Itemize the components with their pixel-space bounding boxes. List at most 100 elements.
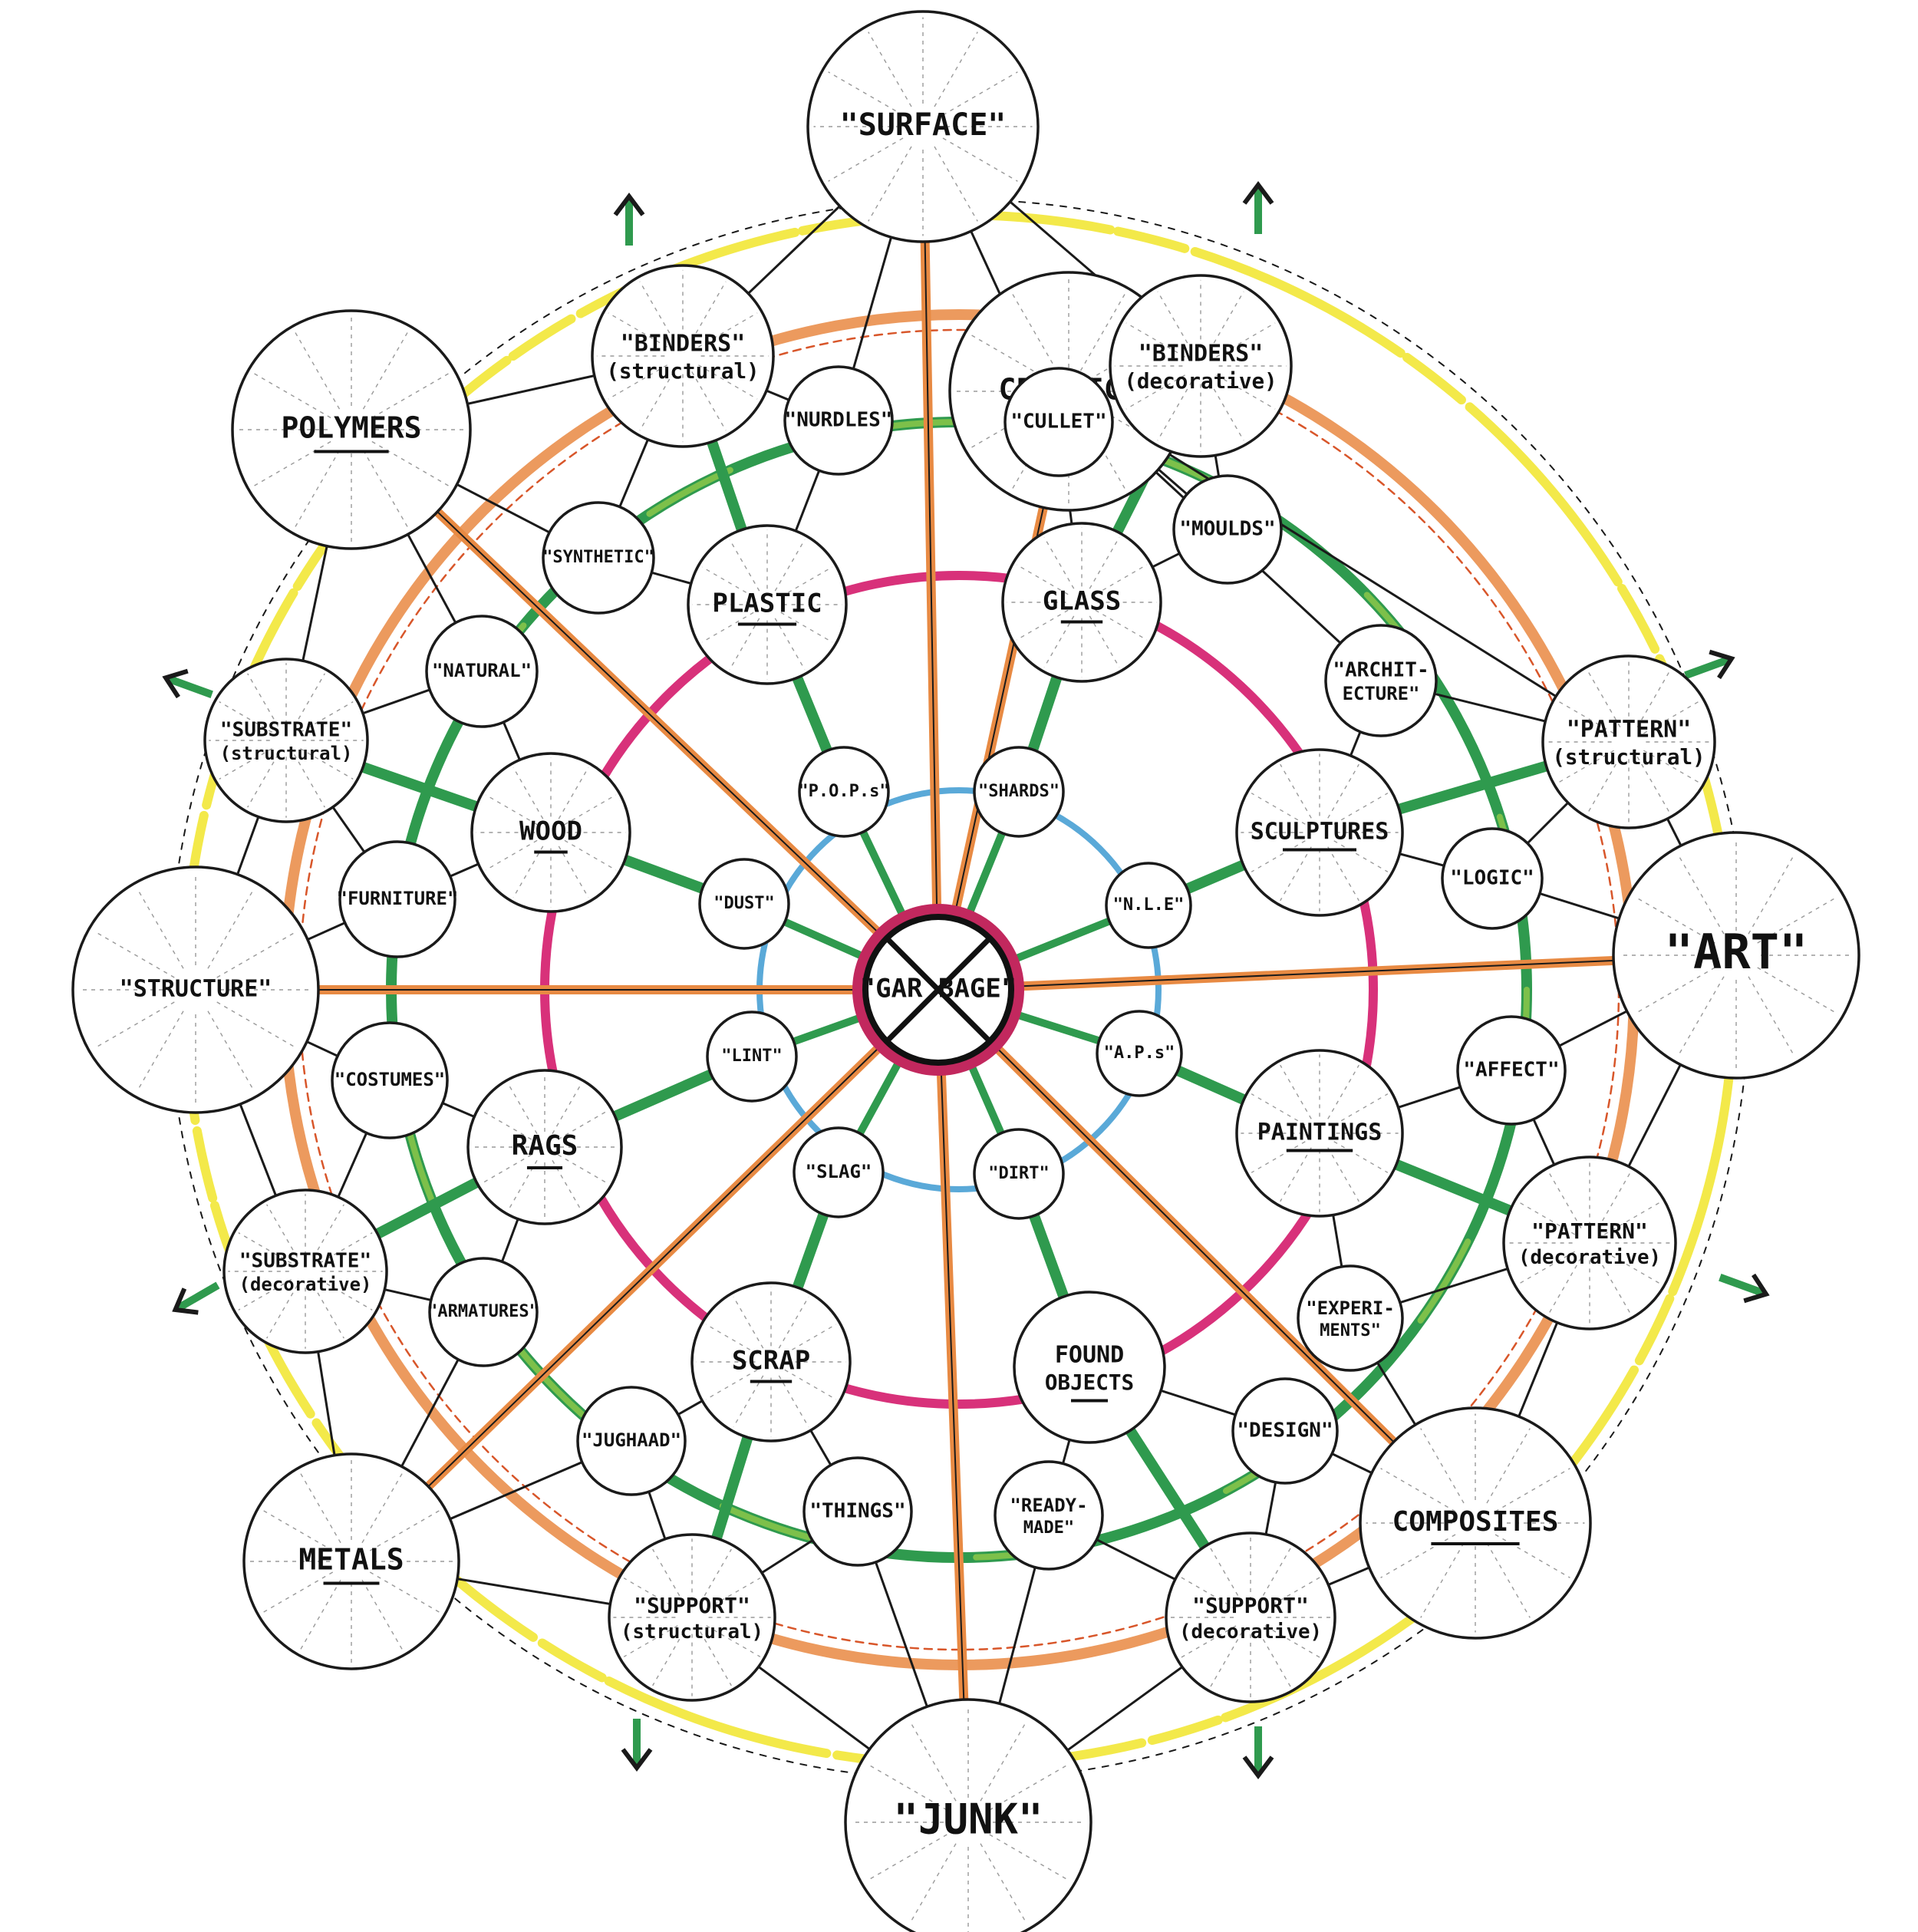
node-circle bbox=[1359, 1406, 1592, 1640]
node-label: POLYMERS bbox=[281, 411, 421, 445]
tick-line bbox=[247, 673, 279, 727]
node-circle bbox=[806, 10, 1040, 243]
tick-line bbox=[1209, 381, 1244, 441]
tick-line bbox=[1557, 701, 1614, 734]
node-label: "SUPPORT" bbox=[634, 1593, 750, 1618]
material-node-glass: GLASS bbox=[1001, 522, 1162, 683]
node-circle bbox=[1612, 831, 1860, 1080]
node-circle bbox=[576, 1386, 687, 1496]
node-circle bbox=[242, 1452, 460, 1670]
tick-line bbox=[1636, 757, 1670, 813]
tick-line bbox=[1210, 1631, 1243, 1687]
outer-node-polymers: POLYMERS bbox=[231, 309, 472, 550]
node-circle bbox=[591, 264, 775, 448]
tick-line bbox=[934, 31, 978, 107]
tick-line bbox=[300, 701, 354, 734]
tick-line bbox=[1495, 1534, 1570, 1578]
small-node-affect: "AFFECT" bbox=[1456, 1015, 1567, 1126]
tick-line bbox=[1181, 1577, 1237, 1610]
node-label: "FURNITURE" bbox=[337, 888, 459, 909]
node-label: "A.P.s" bbox=[1104, 1043, 1175, 1063]
node-circle bbox=[1172, 474, 1283, 585]
tick-line bbox=[1327, 1147, 1359, 1202]
tick-line bbox=[1043, 536, 1075, 589]
tick-line bbox=[1748, 976, 1795, 1057]
tick-line bbox=[1635, 967, 1715, 1014]
node-label: WOOD bbox=[519, 816, 582, 847]
mid-node-pattern-structural: "PATTERN"(structural) bbox=[1541, 654, 1716, 829]
tick-line bbox=[729, 539, 760, 592]
tick-line bbox=[934, 146, 978, 222]
small-node-readymade: "READY-MADE" bbox=[994, 1460, 1104, 1571]
mid-node-substrate-decorative: "SUBSTRATE"(decorative) bbox=[222, 1189, 388, 1354]
tick-line bbox=[639, 371, 674, 431]
node-circle bbox=[1003, 367, 1114, 477]
node-circle bbox=[542, 501, 655, 615]
node-label: "PATTERN" bbox=[1567, 717, 1692, 743]
outer-node-art: "ART" bbox=[1612, 831, 1860, 1080]
node-circle bbox=[71, 865, 320, 1114]
node-sublabel: (structural) bbox=[220, 743, 353, 764]
tick-line bbox=[94, 1001, 175, 1049]
tick-line bbox=[1125, 374, 1185, 410]
inner-node-shards: "SHARDS" bbox=[973, 746, 1065, 838]
ring-arrows bbox=[162, 181, 1770, 1779]
node-sublabel: (decorative) bbox=[1124, 368, 1277, 394]
node-label: "SURFACE" bbox=[840, 107, 1007, 143]
tick-line bbox=[778, 1375, 809, 1428]
node-circle bbox=[338, 840, 456, 958]
tick-line bbox=[1604, 1202, 1661, 1235]
center-node: "GAR BAGE" bbox=[852, 904, 1024, 1076]
tick-line bbox=[266, 1204, 298, 1258]
node-label: RAGS bbox=[512, 1130, 578, 1162]
node-circle bbox=[690, 1281, 852, 1442]
node-circle bbox=[973, 1128, 1065, 1220]
tick-line bbox=[1333, 840, 1389, 872]
node-label: "ART" bbox=[1665, 924, 1808, 980]
node-label: "BINDERS" bbox=[621, 331, 746, 358]
node-label: "EXPERI- bbox=[1306, 1297, 1395, 1319]
node-circle bbox=[793, 1126, 885, 1218]
node-label: "SLAG" bbox=[806, 1161, 872, 1182]
tick-line bbox=[691, 371, 727, 431]
node-label: SCULPTURES bbox=[1251, 819, 1389, 846]
spoke-ink-line bbox=[938, 989, 969, 1823]
tick-line bbox=[1280, 1064, 1312, 1119]
tick-line bbox=[623, 1578, 678, 1610]
tick-line bbox=[1420, 1542, 1465, 1618]
inner-node-lint: "LINT" bbox=[706, 1011, 798, 1103]
node-label: "JUGHAAD" bbox=[582, 1429, 681, 1451]
tick-line bbox=[698, 312, 758, 348]
tick-line bbox=[1280, 846, 1312, 902]
arrow-icon bbox=[172, 1281, 220, 1315]
tick-line bbox=[828, 137, 904, 182]
tick-line bbox=[1333, 1093, 1389, 1126]
tick-line bbox=[784, 1369, 837, 1400]
tick-line bbox=[1258, 1548, 1291, 1604]
tick-line bbox=[706, 1578, 761, 1610]
tick-line bbox=[1016, 609, 1069, 641]
node-label: "BINDERS" bbox=[1139, 341, 1264, 368]
tick-line bbox=[1587, 671, 1621, 727]
tick-line bbox=[1043, 615, 1075, 668]
tick-line bbox=[238, 1278, 292, 1311]
node-circle bbox=[783, 365, 894, 476]
tick-line bbox=[1280, 763, 1312, 819]
tick-line bbox=[371, 440, 450, 487]
small-node-synthetic: "SYNTHETIC" bbox=[542, 501, 655, 615]
node-label: PAINTINGS bbox=[1257, 1119, 1382, 1146]
tick-line bbox=[784, 1324, 837, 1355]
tick-line bbox=[1597, 1172, 1631, 1228]
tick-line bbox=[293, 754, 325, 808]
tick-line bbox=[319, 1278, 373, 1311]
tick-line bbox=[828, 71, 904, 116]
node-circle bbox=[608, 1533, 776, 1702]
tick-line bbox=[1333, 1141, 1389, 1173]
node-circle bbox=[1001, 522, 1162, 683]
tick-line bbox=[867, 1834, 947, 1881]
center-label: "GAR BAGE" bbox=[860, 974, 1017, 1004]
node-circle bbox=[331, 1021, 449, 1139]
small-node-things: "THINGS" bbox=[802, 1456, 913, 1567]
material-node-wood: WOOD bbox=[470, 752, 631, 913]
tick-line bbox=[1125, 322, 1185, 358]
